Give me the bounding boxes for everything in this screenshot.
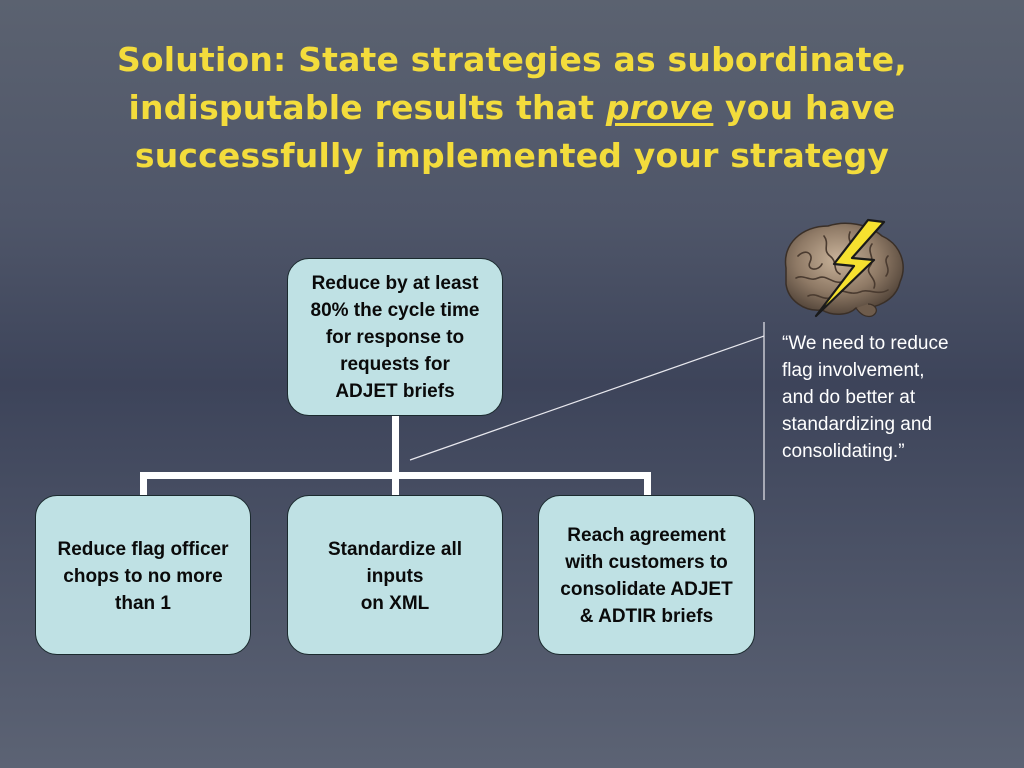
connector-drop-left bbox=[140, 472, 147, 495]
title-part-1: Solution: State strategies as subordinat… bbox=[116, 40, 908, 127]
result-node-flag-officer: Reduce flag officer chops to no more tha… bbox=[35, 495, 251, 655]
connector-crossbar bbox=[140, 472, 651, 479]
brain-lightning-icon bbox=[784, 218, 904, 318]
callout-quote: “We need to reduce flag involvement, and… bbox=[782, 333, 949, 462]
root-strategy-node: Reduce by at least 80% the cycle time fo… bbox=[287, 258, 503, 416]
slide-title: Solution: State strategies as subordinat… bbox=[60, 36, 964, 180]
connector-trunk bbox=[392, 416, 399, 495]
connector-drop-right bbox=[644, 472, 651, 495]
result-node-standardize: Standardize all inputs on XML bbox=[287, 495, 503, 655]
result-node-text: Standardize all inputs on XML bbox=[327, 539, 463, 614]
result-node-text: Reach agreement with customers to consol… bbox=[560, 525, 733, 627]
title-part-2: you have successfully implemented your s… bbox=[134, 88, 896, 175]
root-strategy-text: Reduce by at least 80% the cycle time fo… bbox=[310, 272, 480, 402]
result-node-agreement: Reach agreement with customers to consol… bbox=[538, 495, 755, 655]
title-emphasis: prove bbox=[605, 88, 714, 127]
result-node-text: Reduce flag officer chops to no more tha… bbox=[57, 539, 229, 614]
